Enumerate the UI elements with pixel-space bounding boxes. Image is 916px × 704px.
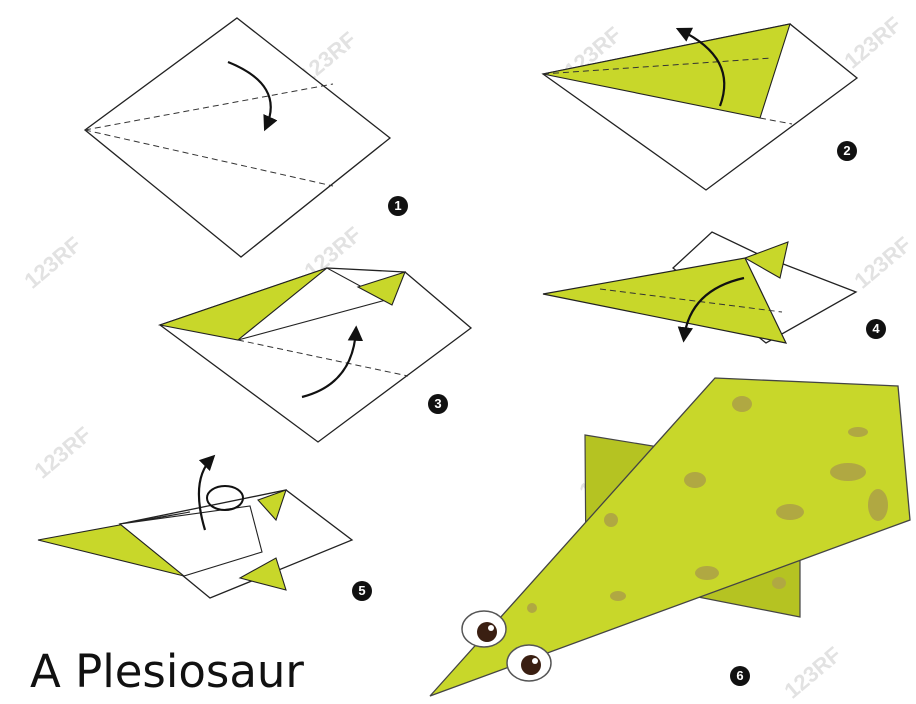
eye-upper [461,610,507,648]
fold-line [542,57,773,75]
step-badge-3: 3 [428,394,448,414]
fold-line [237,339,409,377]
step-2-diagram [541,23,859,191]
step-badge-2: 2 [837,141,857,161]
step-3-diagram [157,267,473,443]
step-5-diagram [37,454,354,599]
fold-line [599,288,783,313]
step-6-diagram [429,377,911,697]
plesiosaur-body [429,377,911,697]
green-top-flap [743,241,789,279]
green-lower-flap [238,557,287,591]
folded-flap [542,23,791,119]
step-badge-4: 4 [866,319,886,339]
green-main [542,257,788,344]
green-right-flap [356,271,406,306]
white-layer [237,267,388,341]
fold-arrow [197,454,216,531]
fold-line [759,117,793,125]
step-badge-5: 5 [352,581,372,601]
step-badge-6: 6 [730,666,750,686]
body-spots [527,396,888,613]
fold-line [84,83,334,131]
fold-line [84,129,334,187]
paper-square [83,17,392,258]
white-layer [118,505,263,577]
step-badge-1: 1 [388,196,408,216]
fold-arrow [677,276,745,343]
step-1-diagram [83,17,392,258]
fold-arrow [301,325,364,399]
diagram-title: A Plesiosaur [30,645,304,698]
step-4-diagram [542,231,858,344]
fold-arrow [675,27,726,107]
fold-arrow [227,60,278,132]
reverse-fold-loop [206,485,244,511]
green-upper-flap [257,489,287,522]
eye-lower [506,644,552,682]
